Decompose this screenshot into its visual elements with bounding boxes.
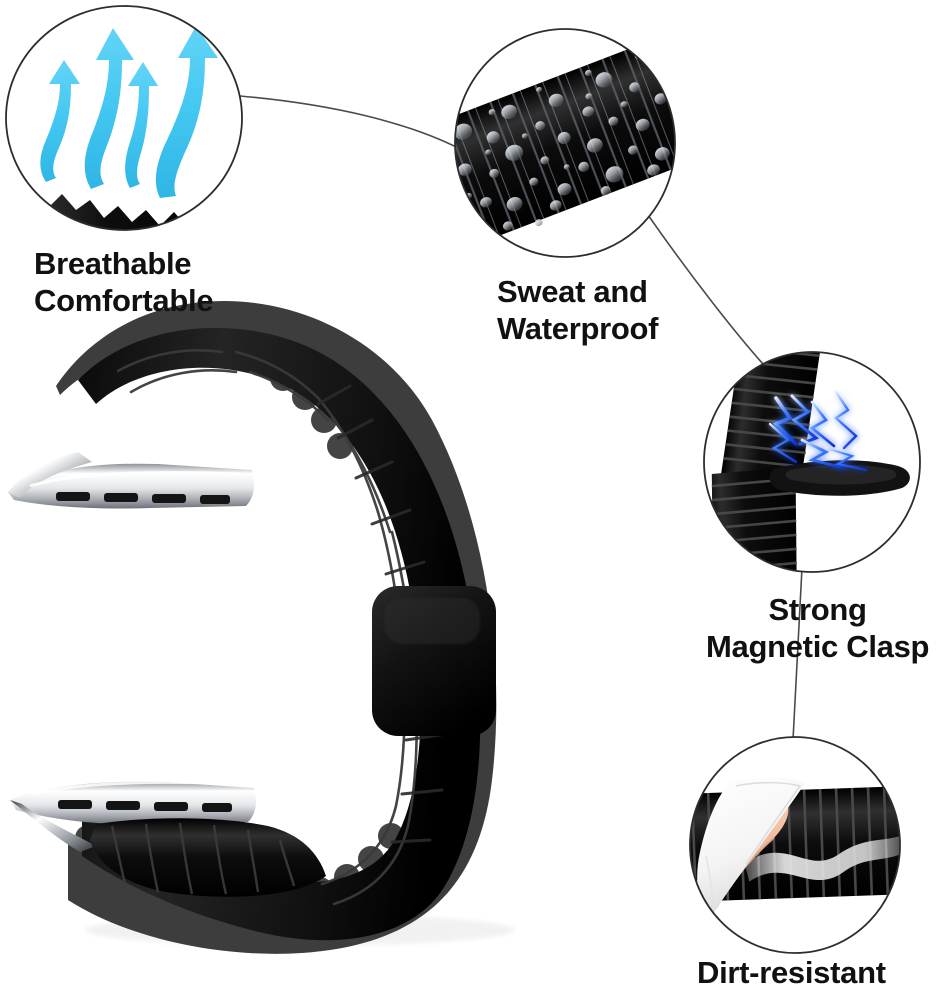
- airflow-arrow-4: [155, 26, 218, 198]
- callout-label-breathable: Breathable Comfortable: [34, 246, 214, 318]
- band-body: [78, 327, 481, 941]
- clean-streak: [744, 834, 900, 882]
- magnetic-sparks: [768, 390, 868, 472]
- callout-label-sweat: Sweat and Waterproof: [497, 274, 659, 346]
- callout-circle-sweat: [454, 28, 676, 258]
- callout-sweat: [454, 28, 676, 258]
- magnetic-clasp-plate-highlight: [384, 598, 480, 644]
- callout-circle-breathable: [5, 5, 243, 231]
- connector-sweat-to-magnetic: [647, 214, 775, 377]
- watch-lug-top: [8, 452, 254, 509]
- callout-breathable: [5, 5, 243, 231]
- airflow-arrows: [40, 26, 218, 198]
- airflow-arrow-3: [125, 62, 158, 188]
- callout-circle-magnetic: [703, 351, 921, 573]
- callout-connectors: [239, 95, 803, 741]
- watch-lug-bottom: [10, 780, 256, 852]
- callout-label-magnetic: Strong Magnetic Clasp: [706, 592, 930, 664]
- callout-magnetic: [703, 351, 921, 573]
- product-band-loop: [8, 300, 515, 954]
- callout-dirt: [689, 736, 901, 954]
- connector-breathable-to-sweat: [239, 95, 467, 153]
- band-tail-bottom: [90, 818, 326, 897]
- airflow-arrow-1: [40, 60, 80, 182]
- callout-label-dirt: Dirt-resistant: [697, 955, 886, 990]
- airflow-arrow-2: [84, 28, 134, 189]
- callout-circle-dirt: [689, 736, 901, 954]
- connector-magnetic-to-dirt: [792, 567, 803, 741]
- water-droplets: [455, 53, 675, 231]
